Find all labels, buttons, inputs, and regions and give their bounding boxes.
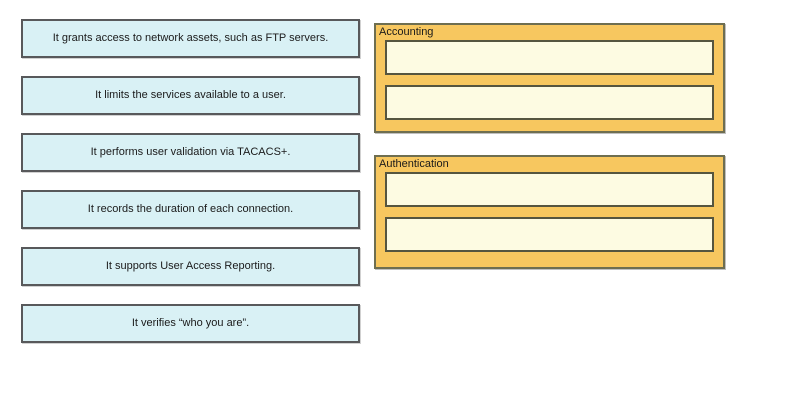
statement-card-grants-access[interactable]: It grants access to network assets, such… xyxy=(21,19,360,58)
drop-group-title: Accounting xyxy=(379,26,434,38)
statement-card-access-reporting[interactable]: It supports User Access Reporting. xyxy=(21,247,360,286)
drop-slot-authentication-1[interactable] xyxy=(385,172,714,207)
drop-slot-authentication-2[interactable] xyxy=(385,217,714,252)
statement-card-limits-services[interactable]: It limits the services available to a us… xyxy=(21,76,360,115)
drop-group-title: Authentication xyxy=(379,158,449,170)
slot-container xyxy=(376,40,723,120)
statement-list: It grants access to network assets, such… xyxy=(21,19,360,361)
statement-card-user-validation[interactable]: It performs user validation via TACACS+. xyxy=(21,133,360,172)
statement-card-records-duration[interactable]: It records the duration of each connecti… xyxy=(21,190,360,229)
drop-group-accounting: Accounting xyxy=(374,23,725,133)
drop-group-authentication: Authentication xyxy=(374,155,725,269)
drop-slot-accounting-2[interactable] xyxy=(385,85,714,120)
statement-card-verifies-identity[interactable]: It verifies “who you are”. xyxy=(21,304,360,343)
slot-container xyxy=(376,172,723,252)
drop-slot-accounting-1[interactable] xyxy=(385,40,714,75)
